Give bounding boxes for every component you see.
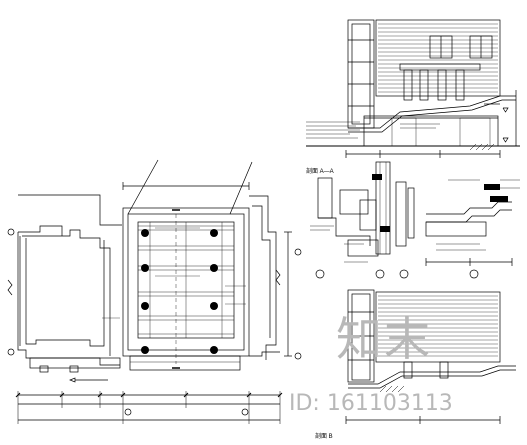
floor-plan: [7, 159, 302, 424]
construction-details: [310, 161, 520, 279]
section-a-a-title: 剖面 A—A: [306, 169, 334, 175]
section-b: [345, 289, 516, 424]
section-b-title: 剖面 B: [315, 434, 333, 440]
watermark-id: ID: 161103113: [289, 391, 453, 416]
watermark-logo: 知末: [336, 312, 432, 366]
section-a-a: [306, 19, 520, 158]
